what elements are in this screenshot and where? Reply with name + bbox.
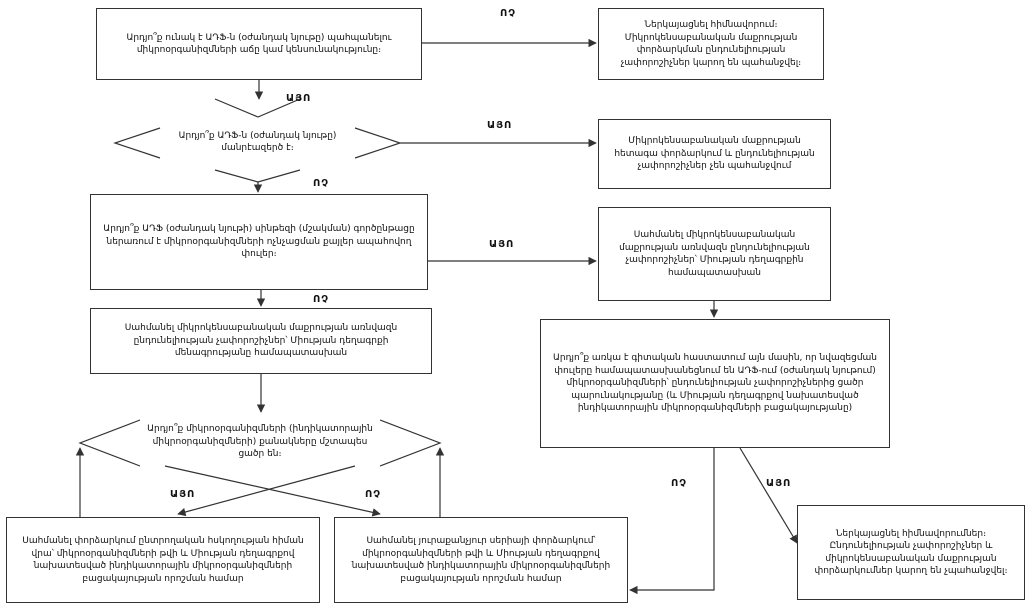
result-box-r2: Միկրոկենսաբանական մաքրության հետագա փորձ… (598, 119, 831, 189)
result-box-r3: Սահմանել միկրոկենսաբանական մաքրության առ… (598, 207, 831, 301)
result-box-r1: Ներկայացնել հիմնավորում։ Միկրոկենսաբանակ… (598, 8, 824, 80)
label-no-q5: ՈՉ (365, 489, 382, 500)
result-box-r8: Սահմանել յուրաքանչյուր սերիայի փորձարկու… (334, 517, 628, 603)
diamond-q5-right (379, 419, 442, 467)
diamond-q2-left (113, 127, 161, 159)
arrow-q5-r7 (177, 465, 356, 517)
arrow-q4-r6 (739, 447, 798, 544)
diamond-q2-right (354, 127, 402, 159)
result-box-r7: Սահմանել փորձարկում ընտրողական հսկողությ… (6, 517, 320, 603)
question-box-q1: Արդյո՞ք ունակ է ԱԴՖ-ն (օժանդակ նյութը) պ… (96, 8, 422, 80)
question-diamond-q5: Արդյո՞ք միկրոօրգանիզմների (ինդիկատորային… (147, 424, 373, 460)
label-yes-q1: ԱՅՈ (286, 93, 312, 104)
diamond-q5-left (78, 419, 141, 467)
label-no-q4: ՈՉ (671, 478, 688, 489)
label-yes-q3: ԱՅՈ (489, 239, 515, 250)
result-box-r4: Սահմանել միկրոկենսաբանական մաքրության առ… (90, 308, 432, 374)
question-box-q3: Արդյո՞ք ԱԴՖ (օժանդակ նյութի) սինթեզի (մշ… (90, 194, 428, 290)
diamond-q2-top (214, 98, 301, 118)
arrow-q4-r8 (629, 448, 715, 595)
diamond-q2-bottom (214, 169, 301, 183)
label-yes-q4: ԱՅՈ (766, 478, 792, 489)
label-yes-q5: ԱՅՈ (170, 489, 196, 500)
question-box-q4: Արդյո՞ք առկա է գիտական հաստատում այն մաս… (540, 319, 890, 448)
label-no-q1: ՈՉ (500, 8, 517, 19)
arrow-q5-r8 (164, 465, 381, 517)
result-box-r6: Ներկայացնել հիմնավորումներ։ Ընդունելիութ… (797, 505, 1025, 600)
label-yes-q2: ԱՅՈ (487, 120, 513, 131)
question-diamond-q2: Արդյո՞ք ԱԴՖ-ն (օժանդակ նյութը) մանրէազեր… (178, 130, 337, 154)
label-no-q3: ՈՉ (313, 294, 330, 305)
label-no-q2: ՈՉ (313, 178, 330, 189)
